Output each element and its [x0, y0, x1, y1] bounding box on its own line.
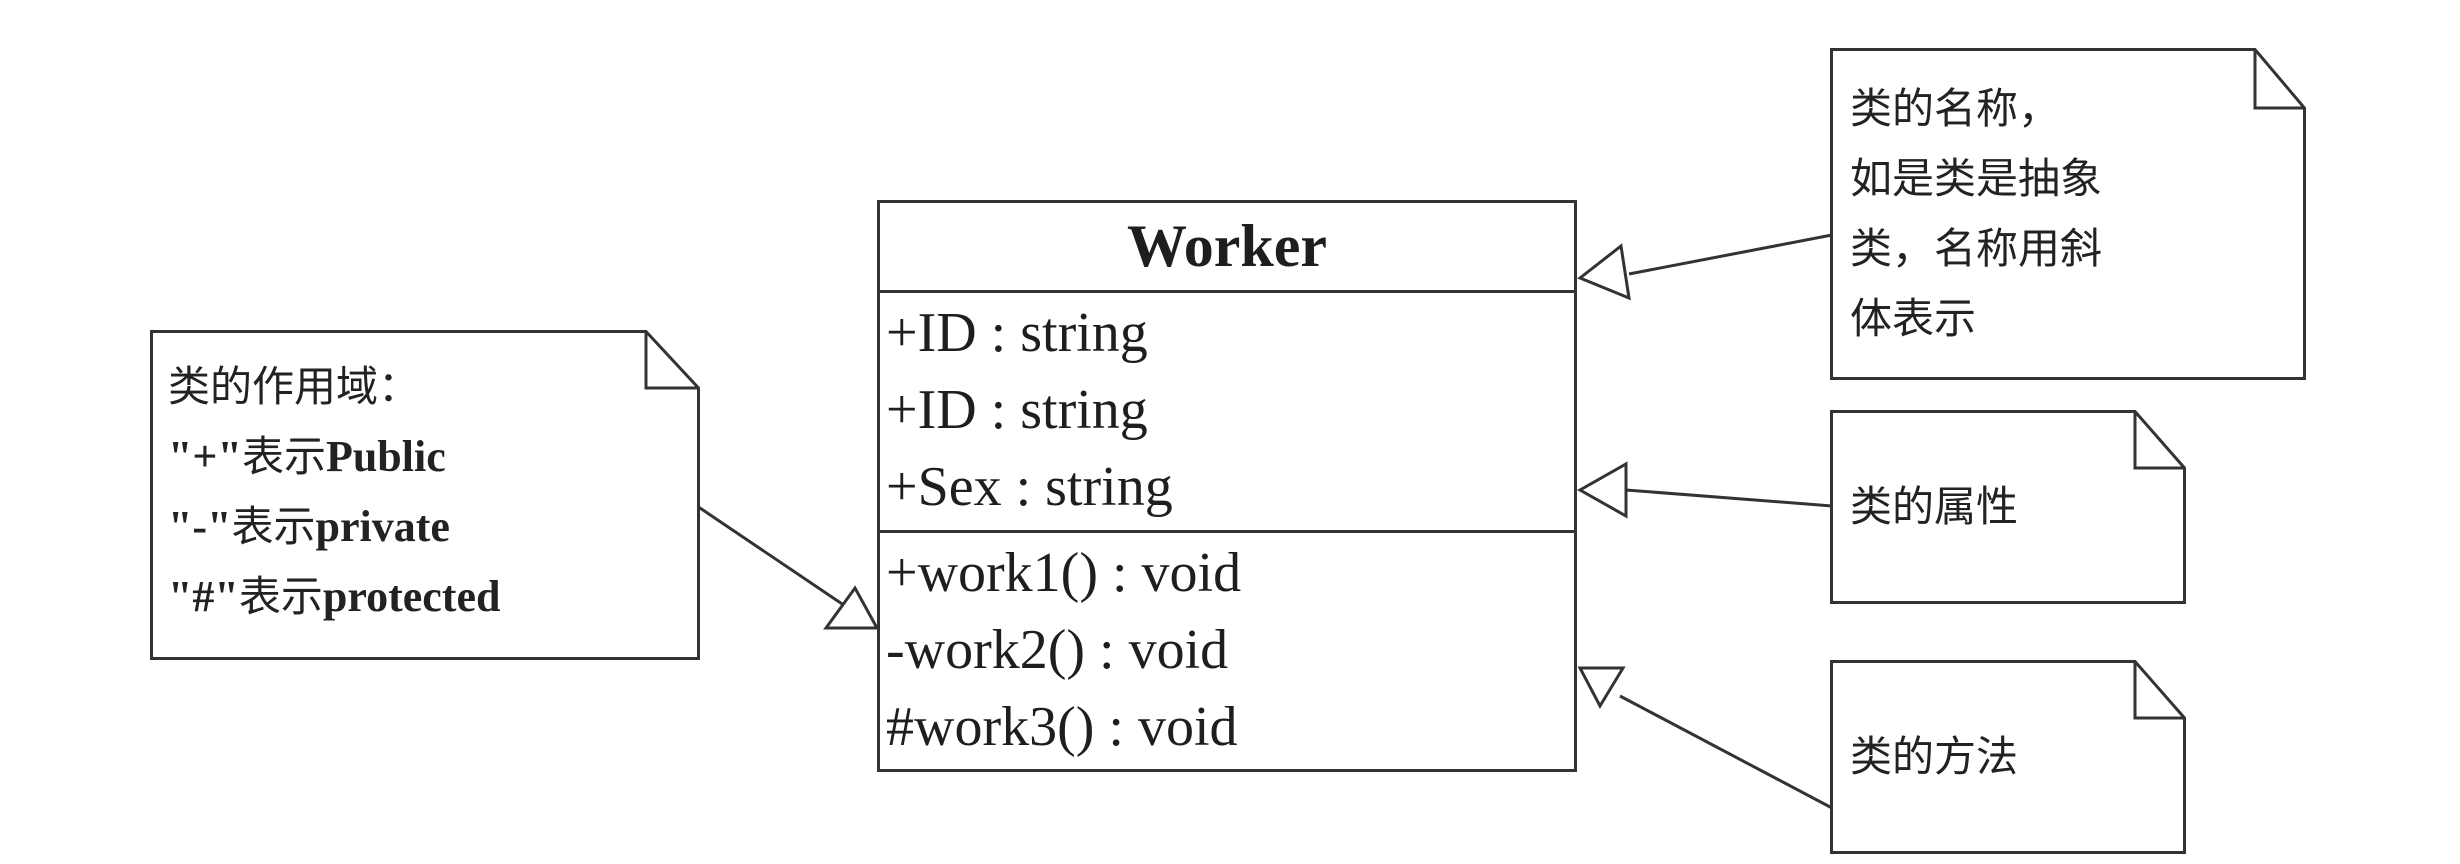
name-arrowhead: [1577, 243, 1631, 301]
name-connector: [1628, 233, 1833, 276]
scope-keyword: private: [315, 502, 450, 551]
note-shape: [150, 330, 700, 660]
note-shape: [1830, 410, 2186, 604]
operation-item: -work2() : void: [886, 619, 1229, 681]
scope-keyword: protected: [322, 572, 501, 621]
scope-symbol: "#": [168, 572, 239, 621]
class-name: Worker: [880, 203, 1574, 293]
class-name-note-line: 类的名称，: [1850, 84, 2061, 133]
scope-line-protected: "#"表示protected: [168, 562, 500, 632]
scope-symbol: "-": [168, 502, 232, 551]
attributes-note: 类的属性: [1830, 410, 2186, 604]
attribute-item: +Sex : string: [886, 456, 1173, 518]
scope-meaning: 表示: [231, 502, 316, 551]
scope-meaning: 表示: [241, 432, 326, 481]
methods-arrowhead: [1577, 666, 1626, 710]
attributes-connector: [1625, 488, 1833, 508]
note-shape: [1830, 48, 2306, 380]
scope-symbol: "+": [168, 432, 242, 481]
methods-note: 类的方法: [1830, 660, 2186, 854]
note-shape: [1830, 660, 2186, 854]
class-name-note-line: 如是类是抽象: [1850, 154, 2103, 203]
attributes-compartment: +ID : string +ID : string +Sex : string: [880, 293, 1574, 533]
scope-note: 类的作用域： "+"表示Public "-"表示private "#"表示pro…: [150, 330, 700, 660]
scope-connector: [696, 504, 858, 616]
scope-keyword: Public: [325, 432, 446, 481]
methods-connector: [1619, 694, 1833, 810]
scope-line-public: "+"表示Public: [168, 422, 500, 492]
methods-note-text: 类的方法: [1850, 732, 2019, 781]
class-name-note: 类的名称， 如是类是抽象 类，名称用斜 体表示: [1830, 48, 2306, 380]
operation-item: #work3() : void: [886, 696, 1238, 758]
class-name-note-line: 体表示: [1850, 294, 1977, 343]
scope-line-private: "-"表示private: [168, 492, 500, 562]
attribute-item: +ID : string: [886, 379, 1148, 441]
scope-meaning: 表示: [238, 572, 323, 621]
operation-item: +work1() : void: [886, 542, 1242, 604]
scope-note-title: 类的作用域：: [168, 362, 421, 411]
operations-compartment: +work1() : void -work2() : void #work3()…: [880, 533, 1574, 766]
scope-arrowhead: [823, 585, 880, 630]
attribute-item: +ID : string: [886, 302, 1148, 364]
attributes-note-text: 类的属性: [1850, 482, 2019, 531]
attributes-arrowhead: [1576, 461, 1628, 519]
class-name-note-line: 类，名称用斜: [1850, 224, 2103, 273]
class-box: Worker +ID : string +ID : string +Sex : …: [877, 200, 1577, 772]
